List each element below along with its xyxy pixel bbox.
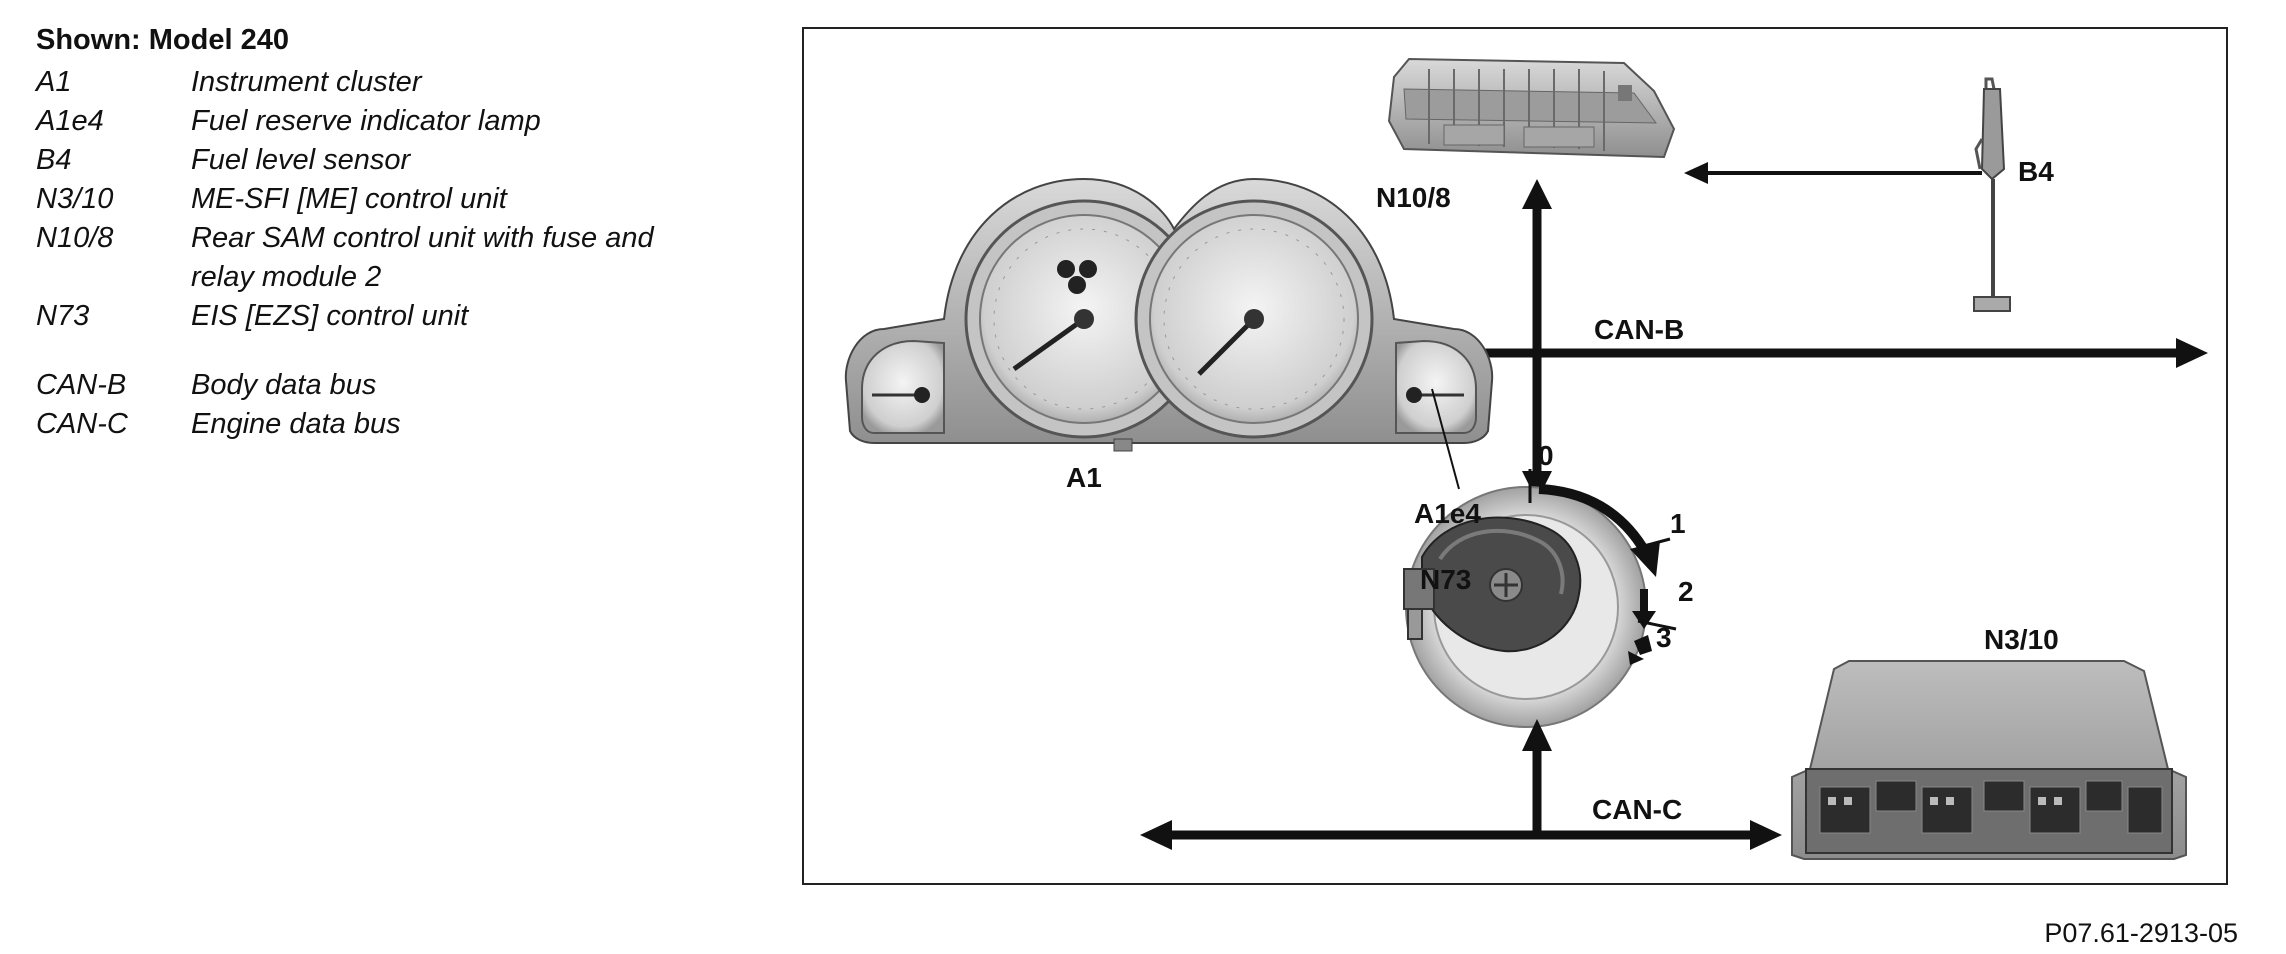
legend-code: N3/10 — [36, 183, 114, 215]
legend-item: CAN-C Engine data bus — [36, 405, 796, 444]
can-c-bus — [1140, 820, 1782, 850]
instrument-cluster — [844, 177, 1494, 452]
diagram-frame: N10/8 B4 CAN-B A1 A1e4 N73 0 1 2 3 N3/10… — [802, 27, 2228, 885]
legend-item: N3/10 ME-SFI [ME] control unit — [36, 180, 796, 219]
legend-desc: Engine data bus — [191, 408, 401, 440]
eis-ignition-switch — [1403, 486, 1647, 728]
legend-item: B4 Fuel level sensor — [36, 141, 796, 180]
legend-code: N10/8 — [36, 222, 114, 254]
legend-code: A1e4 — [36, 105, 104, 137]
legend-item: CAN-B Body data bus — [36, 366, 796, 405]
legend-code: CAN-B — [36, 369, 127, 401]
legend-item: A1 Instrument cluster — [36, 63, 796, 102]
network-diagram: N10/8 B4 CAN-B A1 A1e4 N73 0 1 2 3 N3/10… — [844, 57, 2208, 860]
label-n3-10: N3/10 — [1984, 624, 2059, 655]
label-n10-8: N10/8 — [1376, 182, 1451, 213]
label-position-2: 2 — [1678, 576, 1694, 607]
legend-code: CAN-C — [36, 408, 128, 440]
legend-desc: ME-SFI [ME] control unit — [191, 183, 507, 215]
label-a1e4: A1e4 — [1414, 498, 1481, 529]
legend-desc: EIS [EZS] control unit — [191, 300, 469, 332]
label-a1: A1 — [1066, 462, 1102, 493]
label-position-3: 3 — [1656, 622, 1672, 653]
label-can-c: CAN-C — [1592, 794, 1682, 825]
label-position-1: 1 — [1670, 508, 1686, 539]
legend-title: Shown: Model 240 — [36, 24, 289, 56]
rear-sam-control-unit — [1387, 57, 1676, 159]
label-can-b: CAN-B — [1594, 314, 1684, 345]
label-n73: N73 — [1420, 564, 1471, 595]
b4-to-n10-arrow — [1684, 162, 1982, 184]
legend-code: B4 — [36, 144, 72, 176]
legend-spacer — [36, 336, 796, 366]
legend-desc: Fuel reserve indicator lamp — [191, 105, 541, 137]
label-position-0: 0 — [1538, 440, 1554, 471]
me-sfi-control-unit — [1791, 660, 2187, 860]
legend-item: A1e4 Fuel reserve indicator lamp — [36, 102, 796, 141]
legend: Shown: Model 240 A1 Instrument cluster A… — [36, 24, 796, 444]
legend-desc: Rear SAM control unit with fuse and rela… — [191, 222, 654, 293]
legend-desc: Body data bus — [191, 369, 377, 401]
can-c-to-n73-link — [1522, 719, 1552, 835]
legend-code: N73 — [36, 300, 90, 332]
legend-desc: Instrument cluster — [191, 66, 422, 98]
legend-item: N73 EIS [EZS] control unit — [36, 297, 796, 336]
legend-code: A1 — [36, 66, 72, 98]
figure-reference: P07.61-2913-05 — [2044, 918, 2238, 948]
fuel-level-sensor — [1618, 77, 2011, 312]
legend-item: N10/8 Rear SAM control unit with fuse an… — [36, 219, 796, 297]
key-position-arrows — [1528, 469, 1677, 665]
legend-desc: Fuel level sensor — [191, 144, 411, 176]
label-b4: B4 — [2018, 156, 2054, 187]
a1e4-leader-line — [1431, 388, 1460, 490]
